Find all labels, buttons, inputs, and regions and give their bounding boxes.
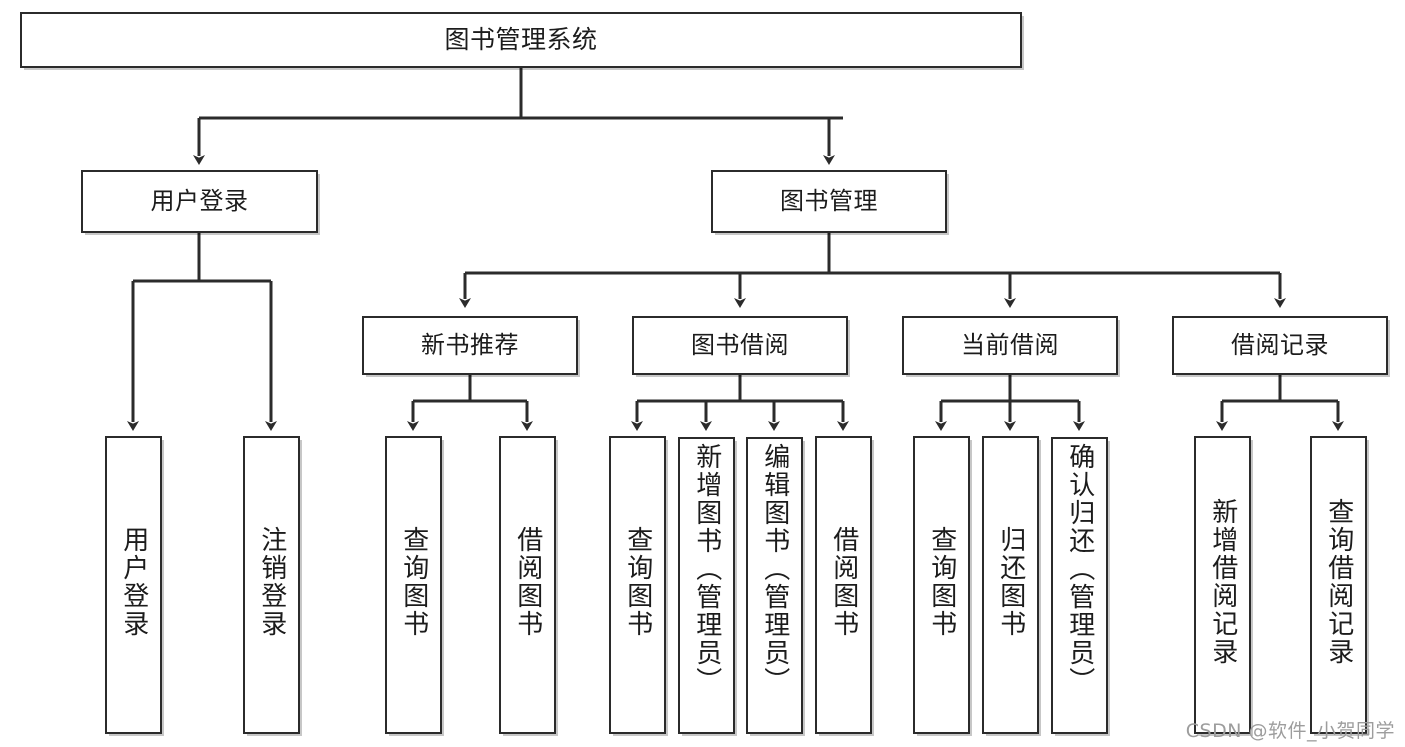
node-leaf-query-book-borrow-label: 查询图书 <box>622 526 653 638</box>
node-leaf-borrow-book-recommend[interactable]: 借阅图书 <box>499 436 556 734</box>
node-book-management[interactable]: 图书管理 <box>711 170 947 233</box>
node-borrow-record-label: 借阅记录 <box>1231 331 1329 360</box>
node-leaf-borrow-book-recommend-label: 借阅图书 <box>512 526 543 638</box>
node-user-login[interactable]: 用户登录 <box>81 170 318 233</box>
node-leaf-confirm-return-admin[interactable]: 确认归还（管理员） <box>1051 437 1108 734</box>
node-leaf-query-book-recommend-label: 查询图书 <box>398 526 429 638</box>
node-leaf-query-borrow-record[interactable]: 查询借阅记录 <box>1310 436 1367 734</box>
node-leaf-query-book-current-label: 查询图书 <box>926 526 957 638</box>
node-leaf-query-book-recommend[interactable]: 查询图书 <box>385 436 442 734</box>
node-leaf-logout[interactable]: 注销登录 <box>243 436 300 734</box>
node-leaf-return-book[interactable]: 归还图书 <box>982 436 1039 734</box>
node-leaf-borrow-book-borrow[interactable]: 借阅图书 <box>815 436 872 734</box>
node-leaf-add-book-admin[interactable]: 新增图书（管理员） <box>678 437 735 734</box>
node-current-borrow-label: 当前借阅 <box>961 331 1059 360</box>
node-leaf-query-borrow-record-label: 查询借阅记录 <box>1323 498 1354 666</box>
node-leaf-add-book-admin-label: 新增图书（管理员） <box>691 443 722 695</box>
node-book-borrow[interactable]: 图书借阅 <box>632 316 848 375</box>
node-leaf-edit-book-admin-label: 编辑图书（管理员） <box>759 443 790 695</box>
node-leaf-user-login[interactable]: 用户登录 <box>105 436 162 734</box>
node-leaf-confirm-return-admin-label: 确认归还（管理员） <box>1064 443 1095 695</box>
node-leaf-user-login-label: 用户登录 <box>118 526 149 638</box>
node-root[interactable]: 图书管理系统 <box>20 12 1022 68</box>
node-book-management-label: 图书管理 <box>780 187 878 216</box>
node-leaf-query-book-current[interactable]: 查询图书 <box>913 436 970 734</box>
node-leaf-add-borrow-record[interactable]: 新增借阅记录 <box>1194 436 1251 734</box>
node-leaf-borrow-book-borrow-label: 借阅图书 <box>828 526 859 638</box>
node-leaf-add-borrow-record-label: 新增借阅记录 <box>1207 498 1238 666</box>
node-book-borrow-label: 图书借阅 <box>691 331 789 360</box>
node-leaf-return-book-label: 归还图书 <box>995 526 1026 638</box>
node-leaf-logout-label: 注销登录 <box>256 526 287 638</box>
node-borrow-record[interactable]: 借阅记录 <box>1172 316 1388 375</box>
node-root-label: 图书管理系统 <box>444 25 598 55</box>
node-current-borrow[interactable]: 当前借阅 <box>902 316 1118 375</box>
node-new-book-recommend[interactable]: 新书推荐 <box>362 316 578 375</box>
node-leaf-query-book-borrow[interactable]: 查询图书 <box>609 436 666 734</box>
csdn-watermark: CSDN @软件_小贺同学 <box>1185 720 1395 742</box>
node-leaf-edit-book-admin[interactable]: 编辑图书（管理员） <box>746 437 803 734</box>
node-new-book-recommend-label: 新书推荐 <box>421 331 519 360</box>
node-user-login-label: 用户登录 <box>150 187 249 216</box>
